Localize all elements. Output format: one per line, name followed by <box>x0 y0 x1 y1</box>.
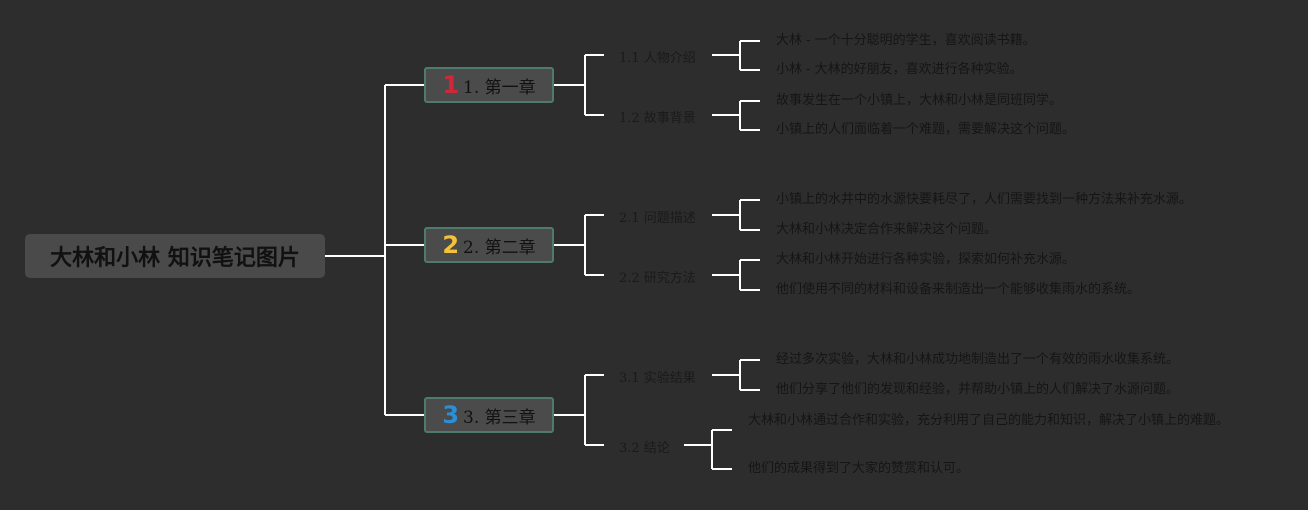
leaf-3-2-2[interactable]: 他们的成果得到了大家的赞赏和认可。 <box>748 461 970 476</box>
section-2-2[interactable]: 2.2 研究方法 <box>619 271 696 286</box>
chapter-1-node[interactable]: 1 1. 第一章 <box>424 67 554 103</box>
section-1-1[interactable]: 1.1 人物介绍 <box>619 51 696 66</box>
leaf-3-2-1[interactable]: 大林和小林通过合作和实验，充分利用了自己的能力和知识，解决了小镇上的难题。 <box>748 413 1230 428</box>
section-3-1[interactable]: 3.1 实验结果 <box>619 371 696 386</box>
section-1-2[interactable]: 1.2 故事背景 <box>619 111 696 126</box>
leaf-3-1-2[interactable]: 他们分享了他们的发现和经验，并帮助小镇上的人们解决了水源问题。 <box>776 382 1180 397</box>
leaf-2-1-1[interactable]: 小镇上的水井中的水源快要耗尽了，人们需要找到一种方法来补充水源。 <box>776 192 1193 207</box>
chapter-3-node[interactable]: 3 3. 第三章 <box>424 397 554 433</box>
root-topic[interactable]: 大林和小林 知识笔记图片 <box>25 234 325 278</box>
chapter-1-badge: 1 <box>442 71 460 99</box>
leaf-2-2-1[interactable]: 大林和小林开始进行各种实验，探索如何补充水源。 <box>776 252 1076 267</box>
leaf-2-1-2[interactable]: 大林和小林决定合作来解决这个问题。 <box>776 222 998 237</box>
leaf-3-1-1[interactable]: 经过多次实验，大林和小林成功地制造出了一个有效的雨水收集系统。 <box>776 352 1180 367</box>
section-2-1[interactable]: 2.1 问题描述 <box>619 211 696 226</box>
chapter-3-badge: 3 <box>442 401 460 429</box>
chapter-2-badge: 2 <box>442 231 460 259</box>
leaf-1-1-2[interactable]: 小林 - 大林的好朋友，喜欢进行各种实验。 <box>776 62 1023 77</box>
leaf-2-2-2[interactable]: 他们使用不同的材料和设备来制造出一个能够收集雨水的系统。 <box>776 282 1141 297</box>
leaf-1-2-2[interactable]: 小镇上的人们面临着一个难题，需要解决这个问题。 <box>776 122 1076 137</box>
root-title: 大林和小林 知识笔记图片 <box>50 246 300 271</box>
chapter-2-node[interactable]: 2 2. 第二章 <box>424 227 554 263</box>
leaf-1-2-1[interactable]: 故事发生在一个小镇上，大林和小林是同班同学。 <box>776 93 1063 108</box>
chapter-2-label: 2. 第二章 <box>463 237 536 258</box>
chapter-3-label: 3. 第三章 <box>463 407 536 428</box>
chapter-1-label: 1. 第一章 <box>463 77 536 98</box>
section-3-2[interactable]: 3.2 结论 <box>619 441 670 456</box>
leaf-1-1-1[interactable]: 大林 - 一个十分聪明的学生，喜欢阅读书籍。 <box>776 33 1036 48</box>
